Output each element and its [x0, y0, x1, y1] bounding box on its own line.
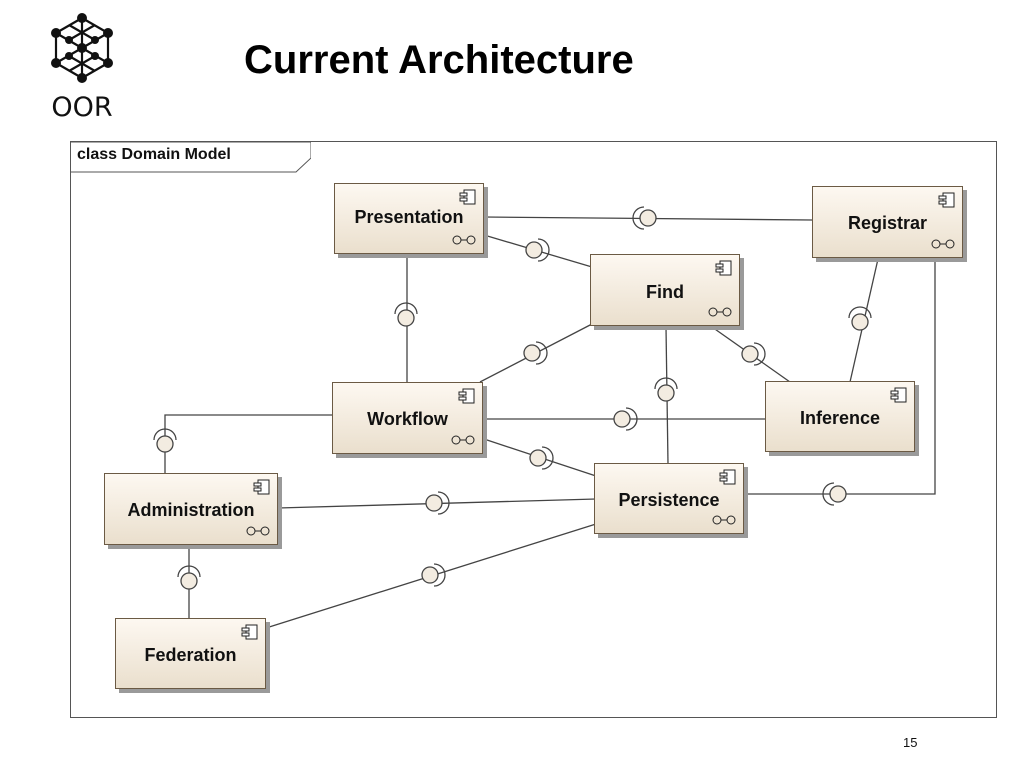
frame-label-tab	[71, 142, 311, 173]
component-name: Presentation	[354, 207, 464, 227]
provided-interface-icon	[708, 307, 732, 317]
component-inference: Inference	[765, 381, 915, 452]
component-icon	[459, 189, 476, 205]
component-administration: Administration	[104, 473, 278, 545]
interface-federation-persistence	[421, 563, 446, 587]
component-federation: Federation	[115, 618, 266, 689]
component-name: Registrar	[847, 213, 928, 233]
component-icon	[458, 388, 475, 404]
line-registrar-persistence	[746, 259, 936, 495]
component-icon	[241, 624, 258, 640]
frame-label: class Domain Model	[77, 146, 231, 163]
interface-registrar-inference	[848, 306, 872, 331]
component-icon	[253, 479, 270, 495]
component-name: Inference	[799, 408, 881, 428]
interface-workflow-persistence	[529, 446, 554, 470]
component-name: Persistence	[618, 490, 720, 510]
provided-interface-icon	[931, 239, 955, 249]
slide-title: Current Architecture	[244, 38, 634, 82]
line-workflow-administration	[164, 414, 332, 473]
interface-presentation-find	[525, 238, 550, 262]
interface-presentation-workflow	[394, 302, 418, 327]
logo-text: OOR	[51, 92, 113, 123]
interface-find-inference	[741, 342, 766, 366]
component-persistence: Persistence	[594, 463, 744, 534]
component-name: Find	[646, 282, 684, 302]
component-find: Find	[590, 254, 740, 326]
provided-interface-icon	[246, 526, 270, 536]
oor-logo: OOR	[44, 12, 120, 123]
provided-interface-icon	[452, 235, 476, 245]
component-icon	[938, 192, 955, 208]
component-icon	[719, 469, 736, 485]
provided-interface-icon	[451, 435, 475, 445]
component-registrar: Registrar	[812, 186, 963, 258]
component-workflow: Workflow	[332, 382, 483, 454]
network-cube-icon	[51, 13, 113, 83]
interface-find-persistence	[654, 377, 678, 402]
component-icon	[715, 260, 732, 276]
component-name: Federation	[144, 645, 237, 665]
interface-find-workflow	[523, 341, 548, 365]
component-icon	[890, 387, 907, 403]
component-name: Workflow	[367, 409, 448, 429]
component-presentation: Presentation	[334, 183, 484, 254]
page-number: 15	[903, 735, 918, 750]
provided-interface-icon	[712, 515, 736, 525]
component-name: Administration	[127, 500, 255, 520]
